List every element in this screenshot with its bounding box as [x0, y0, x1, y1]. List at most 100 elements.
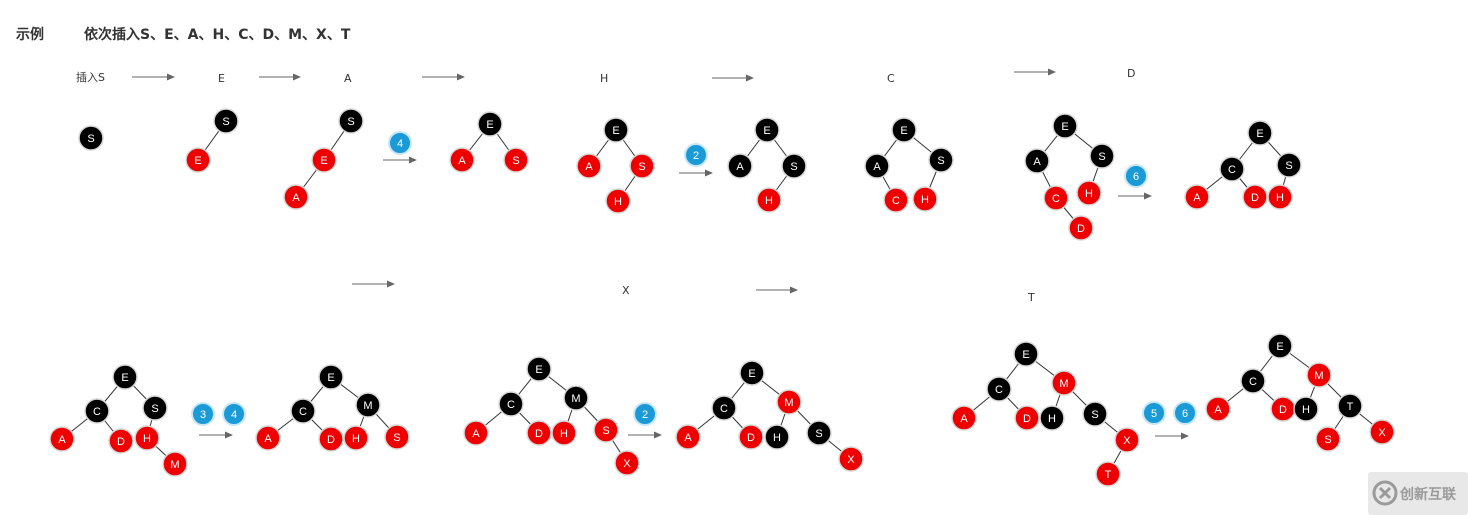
- tree-node-c-black: C: [1219, 156, 1245, 182]
- node-key: E: [612, 125, 619, 137]
- tree-node-m-black: M: [355, 392, 381, 418]
- node-circle: [1076, 180, 1102, 206]
- sequence-title: 依次插入S、E、A、H、C、D、M、X、T: [84, 27, 351, 43]
- tree-node-c-black: C: [290, 398, 316, 424]
- tree-node-s-black: S: [806, 420, 832, 446]
- node-key: D: [1077, 223, 1085, 235]
- tree-node-m-red: M: [776, 389, 802, 415]
- tree-node-e-black: E: [318, 364, 344, 390]
- tree-node-t-red: T: [1095, 461, 1121, 487]
- node-key: C: [995, 384, 1003, 396]
- tree-node-a-red: A: [49, 426, 75, 452]
- tree-node-h-black: H: [764, 424, 790, 450]
- node-key: A: [1193, 192, 1201, 204]
- node-circle: [951, 405, 977, 431]
- node-circle: [318, 364, 344, 390]
- node-key: E: [900, 125, 907, 137]
- node-circle: [1068, 215, 1094, 241]
- node-key: A: [472, 428, 480, 440]
- node-circle: [576, 153, 602, 179]
- node-circle: [355, 392, 381, 418]
- node-key: S: [937, 155, 944, 167]
- node-key: E: [1061, 121, 1068, 133]
- node-circle: [283, 184, 309, 210]
- tree-node-e-black: E: [1267, 333, 1293, 359]
- tree-node-x-red: X: [1114, 427, 1140, 453]
- node-circle: [1014, 405, 1040, 431]
- tree-node-s-black: S: [1089, 143, 1115, 169]
- tree-node-m-black: M: [563, 385, 589, 411]
- badge-circle: [222, 402, 246, 426]
- node-circle: [1293, 396, 1319, 422]
- tree-node-a-red: A: [1184, 184, 1210, 210]
- tree-node-s-red: S: [384, 424, 410, 450]
- node-key: C: [93, 406, 101, 418]
- node-circle: [1013, 341, 1039, 367]
- tree-node-e-black: E: [891, 117, 917, 143]
- node-circle: [1219, 156, 1245, 182]
- node-circle: [776, 389, 802, 415]
- tree-node-e-black: E: [603, 117, 629, 143]
- node-key: S: [222, 116, 229, 128]
- node-key: M: [784, 397, 793, 409]
- node-key: D: [117, 436, 125, 448]
- node-circle: [928, 147, 954, 173]
- tree-node-s-red: S: [503, 147, 529, 173]
- node-circle: [1039, 405, 1065, 431]
- node-circle: [1267, 333, 1293, 359]
- badge-number: 3: [200, 409, 206, 421]
- node-key: A: [960, 413, 968, 425]
- node-circle: [551, 420, 577, 446]
- node-key: H: [1276, 192, 1284, 204]
- node-circle: [503, 147, 529, 173]
- step-badge: 2: [684, 143, 708, 167]
- tree-node-a-red: A: [255, 425, 281, 451]
- tree-node-h-red: H: [912, 186, 938, 212]
- tree-node-c-red: C: [1043, 185, 1069, 211]
- tree-node-s-black: S: [142, 395, 168, 421]
- tree-node-s-red: S: [629, 153, 655, 179]
- node-key: E: [320, 155, 327, 167]
- node-key: H: [921, 194, 929, 206]
- node-key: X: [1378, 427, 1386, 439]
- node-circle: [756, 187, 782, 213]
- tree-node-d-red: D: [108, 428, 134, 454]
- node-circle: [614, 450, 640, 476]
- node-key: A: [684, 432, 692, 444]
- node-circle: [629, 153, 655, 179]
- node-circle: [1043, 185, 1069, 211]
- tree-node-h-black: H: [1039, 405, 1065, 431]
- badge-circle: [388, 131, 412, 155]
- node-circle: [1242, 184, 1268, 210]
- tree-node-h-red: H: [1076, 180, 1102, 206]
- tree-node-e-black: E: [526, 356, 552, 382]
- tree-node-a-black: A: [1024, 148, 1050, 174]
- node-circle: [1337, 393, 1363, 419]
- step-badge: 3: [191, 402, 215, 426]
- node-circle: [78, 125, 104, 151]
- node-key: H: [773, 432, 781, 444]
- badge-circle: [191, 402, 215, 426]
- tree-node-m-red: M: [162, 451, 188, 477]
- step-badge: 5: [1142, 401, 1166, 425]
- node-key: C: [1228, 164, 1236, 176]
- node-key: S: [1091, 409, 1098, 421]
- tree-node-d-red: D: [526, 420, 552, 446]
- node-key: E: [535, 364, 542, 376]
- tree-node-c-red: C: [883, 187, 909, 213]
- node-circle: [912, 186, 938, 212]
- tree-node-s-black: S: [928, 147, 954, 173]
- node-key: H: [1085, 188, 1093, 200]
- node-key: C: [1249, 376, 1257, 388]
- node-circle: [883, 187, 909, 213]
- node-circle: [84, 398, 110, 424]
- section-label: 示例: [16, 27, 44, 43]
- badge-number: 6: [1182, 408, 1188, 420]
- node-circle: [781, 153, 807, 179]
- tree-node-c-black: C: [84, 398, 110, 424]
- node-circle: [1247, 120, 1273, 146]
- step-label: E: [218, 72, 225, 85]
- tree-node-a-black: A: [727, 153, 753, 179]
- tree-node-m-red: M: [1051, 370, 1077, 396]
